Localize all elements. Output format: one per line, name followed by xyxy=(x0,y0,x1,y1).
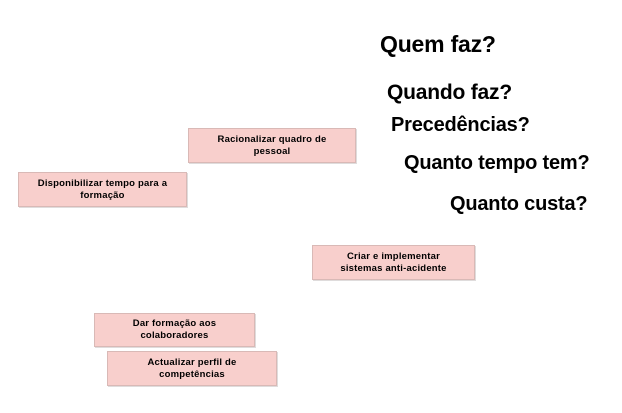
action-box-racionalizar-quadro-de-pessoal[interactable]: Racionalizar quadro de pessoal xyxy=(188,128,356,163)
question-quando-faz: Quando faz? xyxy=(387,81,512,104)
action-box-label: Dar formação aos colaboradores xyxy=(132,318,217,341)
action-box-label: Disponibilizar tempo para a formação xyxy=(37,177,168,201)
action-box-label: Racionalizar quadro de pessoal xyxy=(217,133,327,157)
action-box-disponibilizar-tempo-para-a-formacao[interactable]: Disponibilizar tempo para a formação xyxy=(18,172,187,207)
question-quem-faz: Quem faz? xyxy=(380,31,496,57)
question-quanto-custa: Quanto custa? xyxy=(450,193,588,215)
action-box-criar-e-implementar-sistemas-anti-acidente[interactable]: Criar e implementar sistemas anti-aciden… xyxy=(312,245,475,280)
action-box-actualizar-perfil-de-competencias[interactable]: Actualizar perfil de competências xyxy=(107,351,277,386)
action-box-dar-formacao-aos-colaboradores[interactable]: Dar formação aos colaboradores xyxy=(94,313,255,347)
question-precedencias: Precedências? xyxy=(391,114,530,136)
action-box-label: Criar e implementar sistemas anti-aciden… xyxy=(340,250,447,274)
question-quanto-tempo-tem: Quanto tempo tem? xyxy=(404,152,590,174)
action-box-label: Actualizar perfil de competências xyxy=(147,356,237,380)
